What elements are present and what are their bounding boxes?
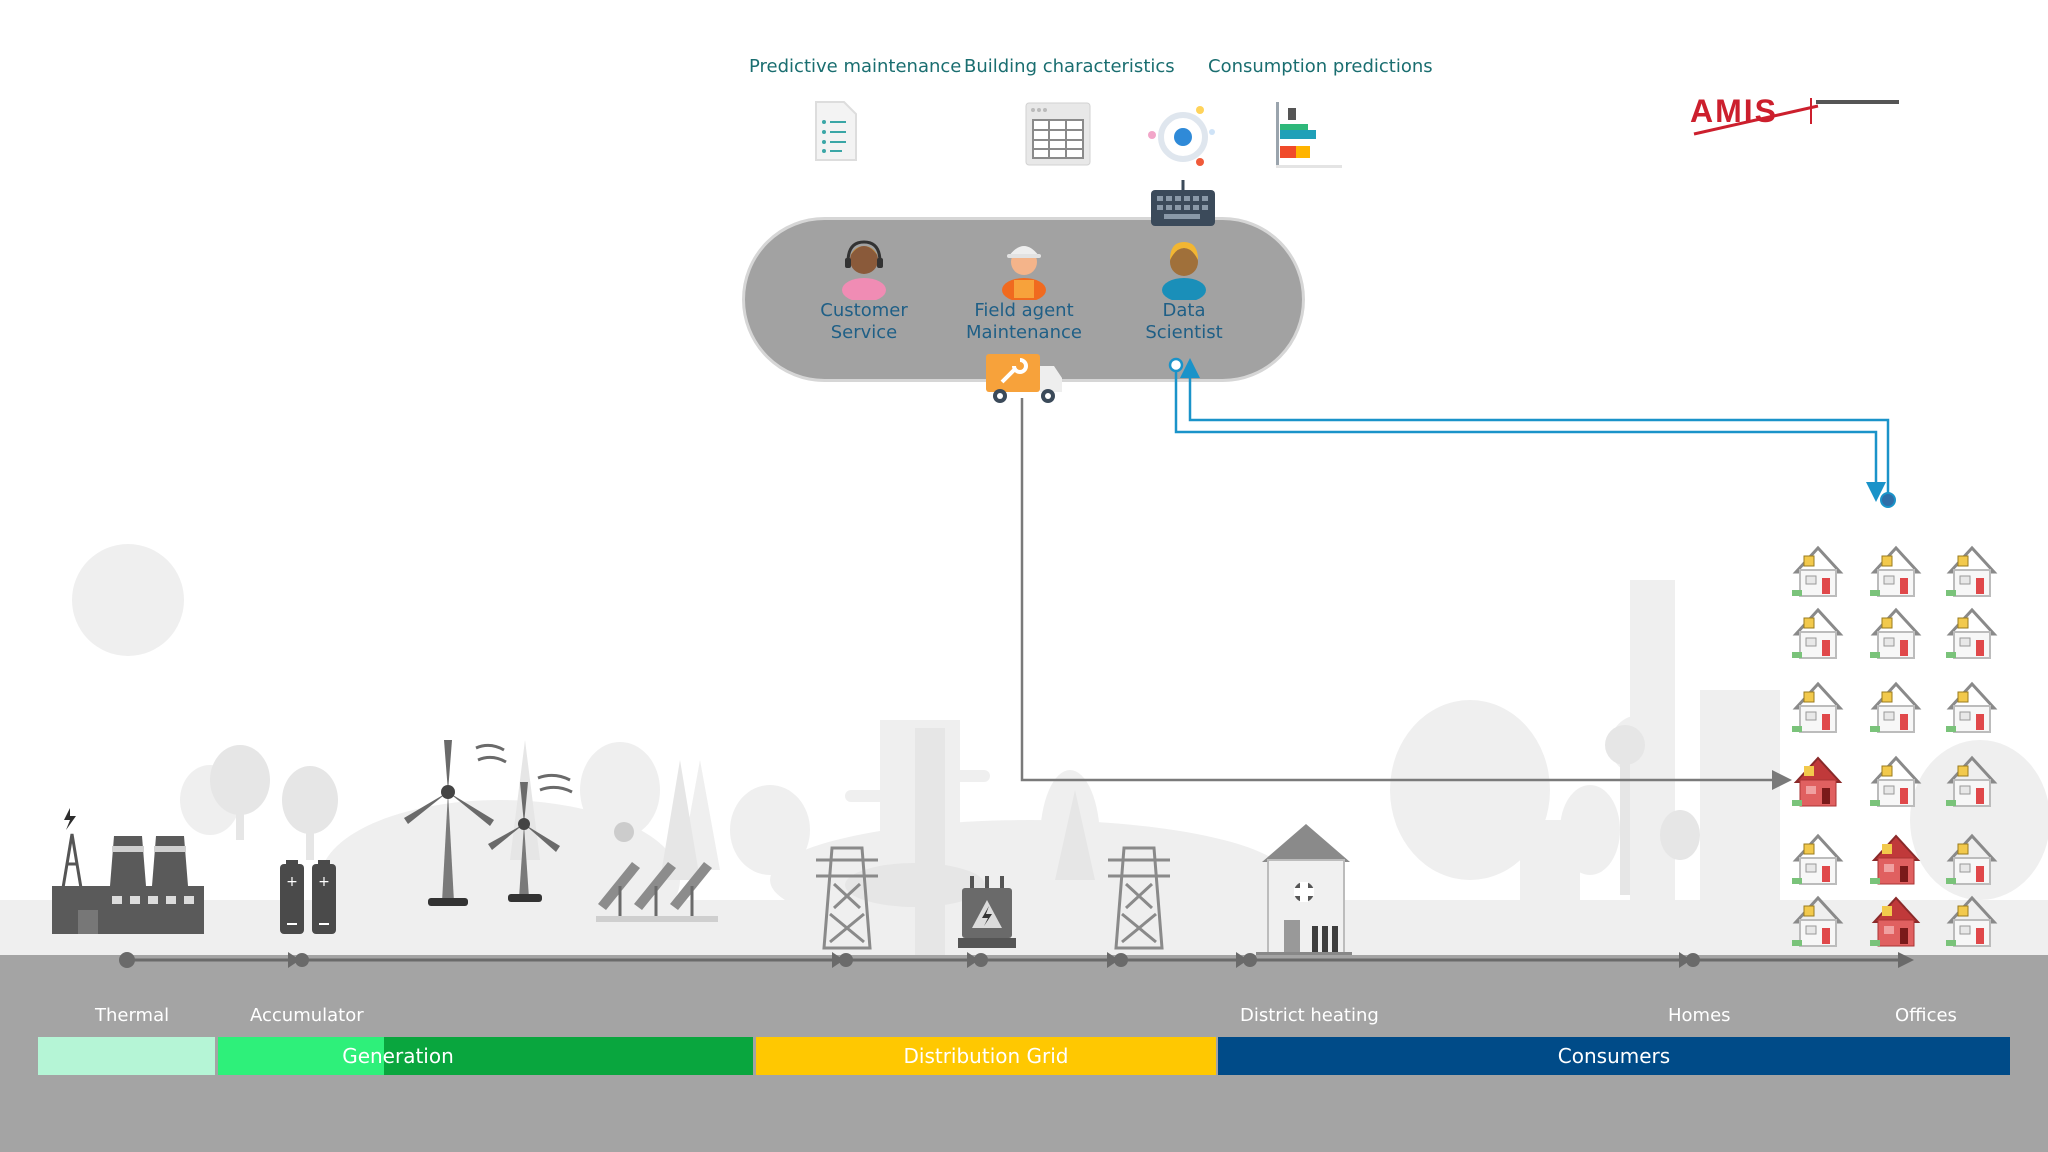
thermal-band xyxy=(38,1037,215,1075)
substation-transformer-icon xyxy=(958,876,1016,948)
wind-turbines-icon xyxy=(404,740,573,906)
data-scientist-connector-dot xyxy=(1168,357,1184,373)
spreadsheet-icon xyxy=(1025,102,1091,166)
buildings-to-data-scientist-line xyxy=(1180,358,1890,498)
field-agent-avatar-icon xyxy=(1002,246,1046,300)
data-scientist-label: Data Scientist xyxy=(1145,300,1223,343)
data-scientist-avatar-icon xyxy=(1162,242,1206,300)
amis-logo: AMIS xyxy=(1690,93,1899,136)
transmission-tower-icon-2 xyxy=(1108,846,1170,950)
accumulator-label: Accumulator xyxy=(250,1005,364,1026)
machine-learning-icon xyxy=(1148,106,1215,166)
bar-chart-icon xyxy=(1276,102,1342,168)
generation-band: Generation xyxy=(218,1037,753,1075)
predictive-maintenance-label: Predictive maintenance xyxy=(749,56,962,77)
thermal-power-plant-icon xyxy=(52,808,204,934)
homes-label: Homes xyxy=(1668,1005,1731,1026)
energy-flow-timeline xyxy=(119,952,1914,968)
keyboard-icon xyxy=(1151,180,1215,226)
thermal-label: Thermal xyxy=(95,1005,170,1026)
consumption-predictions-label: Consumption predictions xyxy=(1208,56,1433,77)
generation-band-label: Generation xyxy=(342,1044,454,1068)
accumulator-battery-icon: + + xyxy=(280,860,336,934)
offices-label: Offices xyxy=(1895,1005,1957,1026)
customer-service-label: Customer Service xyxy=(820,300,908,343)
consumers-band: Consumers xyxy=(1218,1037,2010,1075)
customer-service-avatar-icon xyxy=(842,240,886,300)
solar-panels-icon xyxy=(596,822,718,922)
buildings-connector-dot xyxy=(1880,492,1896,508)
transmission-tower-icon xyxy=(816,846,878,950)
data-scientist-to-buildings-line xyxy=(1174,365,1886,502)
svg-text:+: + xyxy=(318,874,330,890)
distribution-grid-band: Distribution Grid xyxy=(756,1037,1216,1075)
district-heating-house-icon xyxy=(1256,824,1352,988)
checklist-document-icon xyxy=(815,101,857,161)
svg-text:+: + xyxy=(286,874,298,890)
building-characteristics-label: Building characteristics xyxy=(964,56,1175,77)
district-heating-label: District heating xyxy=(1240,1005,1379,1026)
distribution-grid-band-label: Distribution Grid xyxy=(903,1044,1069,1068)
svg-text:AMIS: AMIS xyxy=(1690,93,1778,129)
field-agent-label: Field agent Maintenance xyxy=(966,300,1082,343)
buildings-grid xyxy=(1790,546,1996,948)
consumers-band-label: Consumers xyxy=(1557,1044,1671,1068)
maintenance-to-homes-line xyxy=(1020,398,1792,790)
maintenance-truck-icon xyxy=(986,354,1062,403)
